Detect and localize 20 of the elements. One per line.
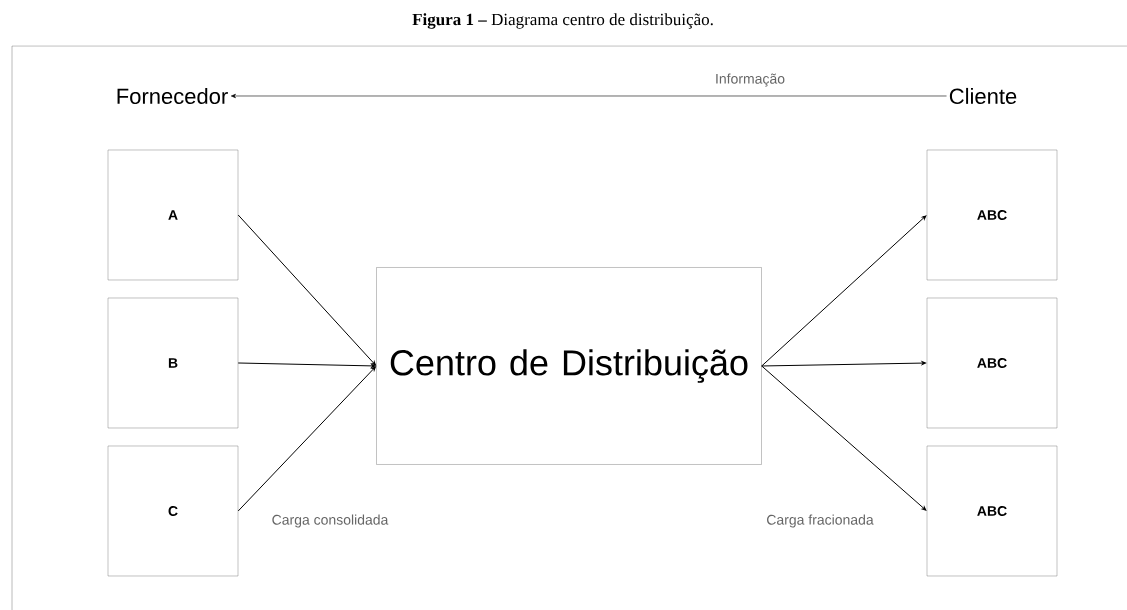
caption: Figura 1 – Diagrama centro de distribuição. [412,13,713,29]
arrow [237,366,376,512]
arrow [237,214,376,366]
party-label: Fornecedor [117,87,228,105]
arrow [237,362,376,368]
arrow [761,215,927,367]
distribution-center-box: Centro de Distribuição [376,267,762,465]
entity-box: ABC [926,445,1058,577]
entity-box: B [107,297,239,429]
arrow [230,93,947,99]
party-label: Cliente [949,87,1017,105]
flow-label: Carga fracionada [767,514,874,528]
arrow [761,365,927,511]
flow-label: Carga consolidada [272,514,389,528]
entity-box: C [107,445,239,577]
arrow [761,361,926,367]
edge-label: Informação [714,72,786,88]
entity-box: A [107,149,239,281]
entity-box: ABC [926,149,1058,281]
entity-box: ABC [926,297,1058,429]
